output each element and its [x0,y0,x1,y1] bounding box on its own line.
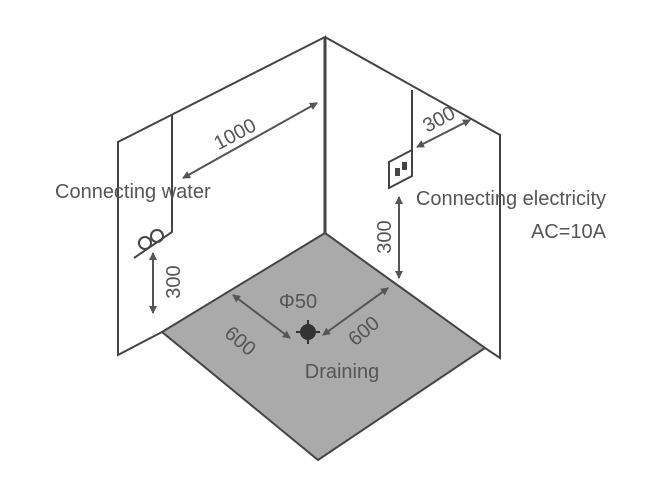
elec-height-value: 300 [374,220,396,253]
electricity-label: Connecting electricity [416,188,606,210]
shower-floor [160,231,487,462]
drain-icon [296,320,320,344]
water-label: Connecting water [55,181,211,203]
right-wall [324,36,501,360]
dimension-arrow-drain-right [322,287,389,336]
dimension-arrow-elec-offset [416,119,471,148]
elec-offset-value: 300 [419,102,459,137]
power-rating-label: AC=10A [531,221,607,243]
water-valve-icon [138,229,164,250]
dimension-arrow-water-width [182,102,318,179]
drain-diameter-label: Φ50 [279,291,317,313]
power-socket-icon [388,148,413,190]
drain-label: Draining [305,361,379,383]
water-height-value: 300 [163,265,185,298]
dimension-arrow-drain-left [232,294,291,339]
